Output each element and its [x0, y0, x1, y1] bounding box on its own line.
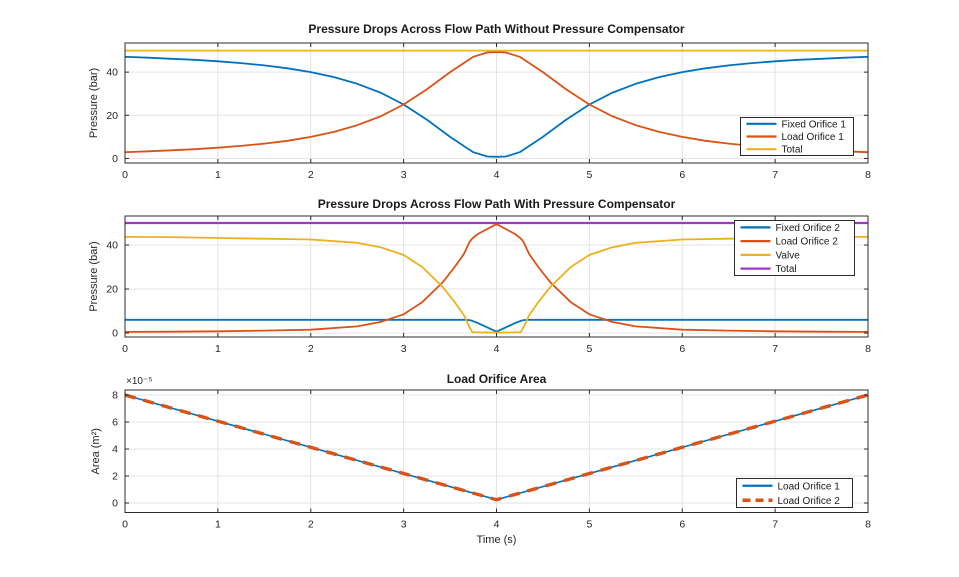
y-tick-label: 20 [106, 110, 118, 122]
y-axis-multiplier: ×10⁻⁵ [126, 376, 152, 387]
x-tick-label: 7 [772, 343, 778, 355]
legend-label-load-orifice-1: Load Orifice 1 [778, 481, 841, 492]
legend-label-load-orifice-2: Load Orifice 2 [778, 496, 841, 507]
legend-label-total: Total [782, 145, 803, 156]
x-tick-label: 3 [401, 343, 407, 355]
x-tick-label: 6 [679, 519, 685, 531]
legend-box [734, 220, 855, 276]
x-tick-label: 4 [494, 343, 500, 355]
x-tick-label: 6 [679, 169, 685, 181]
legend-label-fixed-orifice-1: Fixed Orifice 1 [782, 119, 847, 130]
x-tick-label: 3 [401, 519, 407, 531]
x-tick-label: 1 [215, 343, 221, 355]
y-tick-label: 0 [112, 498, 118, 510]
legend-label-load-orifice-2: Load Orifice 2 [776, 237, 839, 248]
y-tick-label: 0 [112, 328, 118, 340]
legend-1: Fixed Orifice 1 Load Orifice 1 Total [740, 117, 854, 156]
legend-3: Load Orifice 1 Load Orifice 2 [736, 478, 853, 508]
x-tick-label: 0 [122, 343, 128, 355]
y-tick-label: 6 [112, 417, 118, 429]
y-tick-label: 2 [112, 471, 118, 483]
x-tick-label: 8 [865, 519, 871, 531]
x-tick-label: 5 [586, 343, 592, 355]
x-tick-label: 3 [401, 169, 407, 181]
tick-marks [124, 43, 869, 163]
series-load-orifice-2 [124, 393, 869, 502]
series-fixed-orifice-1 [124, 55, 869, 158]
x-tick-label: 4 [494, 519, 500, 531]
x-tick-label: 6 [679, 343, 685, 355]
y-axis-label: Area (m²) [90, 428, 102, 474]
y-tick-label: 4 [112, 444, 118, 456]
legend-label-load-orifice-1: Load Orifice 1 [782, 132, 845, 143]
x-tick-label: 5 [586, 519, 592, 531]
series-fixed-orifice-2 [125, 318, 868, 333]
y-tick-label: 8 [112, 389, 118, 401]
subplot-title: Load Orifice Area [447, 372, 547, 386]
subplot-title: Pressure Drops Across Flow Path Without … [308, 22, 685, 36]
legend-label-valve: Valve [776, 250, 801, 261]
subplot-title: Pressure Drops Across Flow Path With Pre… [318, 197, 676, 211]
x-tick-label: 0 [122, 169, 128, 181]
y-tick-label: 40 [106, 67, 118, 79]
y-tick-label: 20 [106, 284, 118, 296]
tick-marks [124, 216, 869, 337]
x-tick-label: 5 [586, 169, 592, 181]
legend-box [736, 478, 853, 508]
x-tick-label: 8 [865, 343, 871, 355]
y-axis-label: Pressure (bar) [88, 68, 100, 138]
legend-label-total: Total [776, 264, 797, 275]
subplot-1: 0 1 2 3 4 5 6 7 8 0 20 40 Pressure Drops Across Flow… [88, 22, 871, 181]
series-group [124, 393, 869, 502]
y-tick-label: 0 [112, 153, 118, 165]
x-tick-label: 1 [215, 519, 221, 531]
x-tick-label: 2 [308, 169, 314, 181]
x-axis-label: Time (s) [477, 534, 517, 546]
x-tick-label: 7 [772, 169, 778, 181]
y-tick-label: 40 [106, 240, 118, 252]
series-load-orifice-2 [124, 223, 869, 333]
x-tick-label: 8 [865, 169, 871, 181]
tick-marks [124, 390, 869, 513]
x-tick-label: 4 [494, 169, 500, 181]
x-tick-label: 0 [122, 519, 128, 531]
x-tick-label: 7 [772, 519, 778, 531]
series-valve [124, 236, 869, 334]
subplot-2: 0 1 2 3 4 5 6 7 8 0 20 40 Pressure Drops Across Flow… [88, 197, 871, 355]
series-load-orifice-1 [124, 51, 869, 154]
x-tick-label: 2 [308, 343, 314, 355]
legend-label-fixed-orifice-2: Fixed Orifice 2 [776, 223, 841, 234]
series-group [124, 49, 869, 158]
x-tick-label: 2 [308, 519, 314, 531]
y-axis-label: Pressure (bar) [88, 241, 100, 311]
x-tick-label: 1 [215, 169, 221, 181]
